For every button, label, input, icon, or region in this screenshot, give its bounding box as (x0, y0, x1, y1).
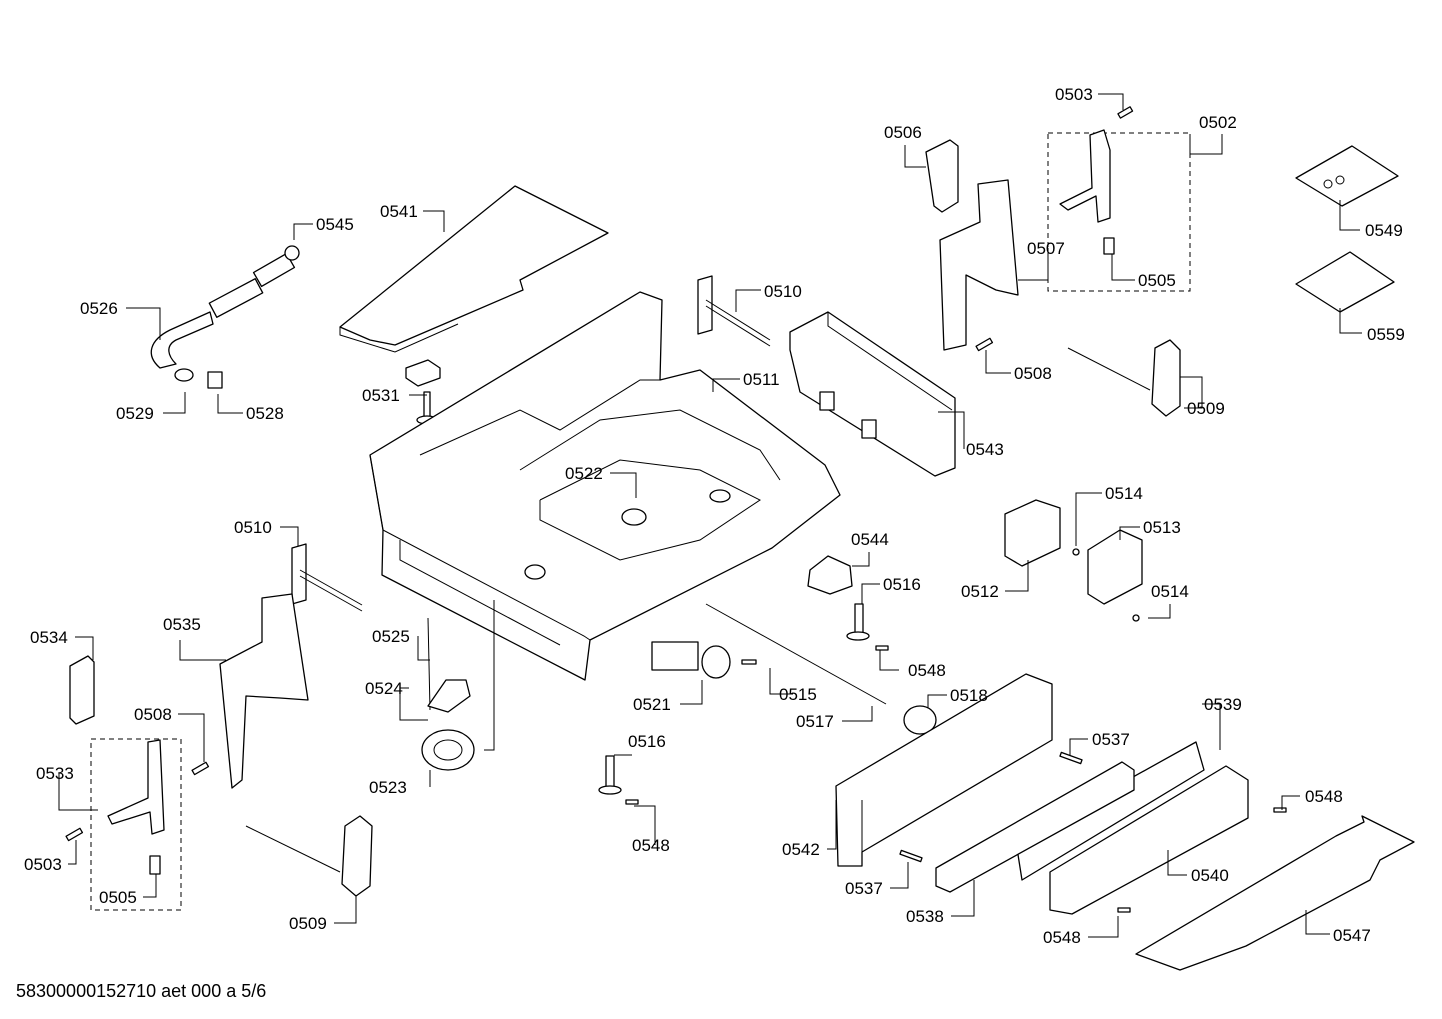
label-0540: 0540 (1191, 866, 1229, 885)
label-0543: 0543 (966, 440, 1004, 459)
part-0510-spring-top-drawing (697, 275, 771, 347)
label-0548-a: 0548 (908, 661, 946, 680)
part-0516-foot-top-drawing (846, 603, 870, 641)
label-0506: 0506 (884, 123, 922, 142)
part-0521-drawing (651, 641, 731, 679)
part-0509-bottom-drawing (245, 815, 373, 897)
part-0518-drawing (903, 705, 937, 735)
label-0537-top: 0537 (1092, 730, 1130, 749)
label-0549: 0549 (1365, 221, 1403, 240)
part-0544-drawing (807, 555, 853, 595)
leader-lines (58, 93, 1362, 938)
part-0507-drawing (939, 179, 1019, 351)
part-0549-drawing (1295, 145, 1399, 207)
label-0559: 0559 (1367, 325, 1405, 344)
part-0506-drawing (925, 139, 959, 213)
label-0539: 0539 (1204, 695, 1242, 714)
part-0541-drawing (339, 185, 609, 353)
label-0509-bottom: 0509 (289, 914, 327, 933)
part-0526-hose-drawing (150, 245, 300, 389)
label-0517: 0517 (796, 712, 834, 731)
label-0505-bottom: 0505 (99, 888, 137, 907)
label-0514-top: 0514 (1105, 484, 1143, 503)
label-0533: 0533 (36, 764, 74, 783)
label-0512: 0512 (961, 582, 999, 601)
label-0503-bottom: 0503 (24, 855, 62, 874)
label-0503: 0503 (1055, 85, 1093, 104)
label-0524: 0524 (365, 679, 403, 698)
label-0541: 0541 (380, 202, 418, 221)
label-0515: 0515 (779, 685, 817, 704)
label-0544: 0544 (851, 530, 889, 549)
part-0523-drawing (421, 729, 475, 771)
group-0502-box (1047, 132, 1191, 292)
part-0559-drawing (1295, 251, 1395, 313)
part-base-tub-drawing (369, 291, 841, 681)
label-0505: 0505 (1138, 271, 1176, 290)
part-0540-drawing (1049, 765, 1249, 915)
part-0539-drawing (1015, 741, 1205, 881)
part-0524-drawing (427, 679, 471, 713)
part-0543-drawing (789, 311, 956, 477)
label-0518: 0518 (950, 686, 988, 705)
part-0513-drawing (1087, 529, 1143, 605)
label-0526: 0526 (80, 299, 118, 318)
label-0548-b: 0548 (1305, 787, 1343, 806)
label-0513: 0513 (1143, 518, 1181, 537)
label-0535: 0535 (163, 615, 201, 634)
part-0510-spring-bottom-drawing (291, 543, 363, 612)
part-0512-drawing (1004, 499, 1061, 567)
part-0517-rod-drawing (705, 603, 887, 705)
part-0535-drawing (219, 593, 309, 789)
label-0502: 0502 (1199, 113, 1237, 132)
part-0508-screw-top-drawing (975, 337, 994, 352)
small-screws-drawing (625, 548, 1287, 913)
label-0514-bottom: 0514 (1151, 582, 1189, 601)
part-0538-drawing (935, 761, 1135, 893)
part-labels: 0503 0502 0506 0507 0505 0549 0559 0541 … (24, 85, 1405, 947)
part-0516-foot-bottom-drawing (598, 755, 622, 795)
label-0531: 0531 (362, 386, 400, 405)
label-0529: 0529 (116, 404, 154, 423)
label-0521: 0521 (633, 695, 671, 714)
label-0516-top: 0516 (883, 575, 921, 594)
label-0510-bottom: 0510 (234, 518, 272, 537)
label-0511: 0511 (743, 370, 780, 389)
part-0502-bracket-drawing (1059, 129, 1115, 255)
label-0548-c: 0548 (632, 836, 670, 855)
part-0534-drawing (69, 655, 95, 725)
label-0545: 0545 (316, 215, 354, 234)
label-0508-top: 0508 (1014, 364, 1052, 383)
part-0525-drawing (427, 617, 431, 711)
label-0542: 0542 (782, 840, 820, 859)
part-0542-drawing (835, 673, 1053, 867)
part-0531-drawing (405, 359, 441, 425)
part-0503-screw-bottom-drawing (65, 827, 84, 842)
part-0509-top-drawing (1067, 339, 1181, 417)
group-0533-box (90, 738, 182, 911)
label-0509-top: 0509 (1187, 399, 1225, 418)
label-0508-bottom: 0508 (134, 705, 172, 724)
label-0510-top: 0510 (764, 282, 802, 301)
label-0538: 0538 (906, 907, 944, 926)
label-0523: 0523 (369, 778, 407, 797)
label-0537-bottom: 0537 (845, 879, 883, 898)
label-0528: 0528 (246, 404, 284, 423)
label-0507: 0507 (1027, 239, 1065, 258)
label-0516-bottom: 0516 (628, 732, 666, 751)
label-0547: 0547 (1333, 926, 1371, 945)
label-0548-d: 0548 (1043, 928, 1081, 947)
label-0534: 0534 (30, 628, 68, 647)
part-0533-bracket-drawing (107, 739, 165, 875)
part-0508-screw-bottom-drawing (191, 761, 210, 776)
label-0522: 0522 (565, 464, 603, 483)
part-0547-drawing (1135, 815, 1415, 971)
label-0525: 0525 (372, 627, 410, 646)
part-0503-screw-top-drawing (1117, 106, 1134, 119)
document-id: 58300000152710 aet 000 a 5/6 (16, 981, 267, 1001)
